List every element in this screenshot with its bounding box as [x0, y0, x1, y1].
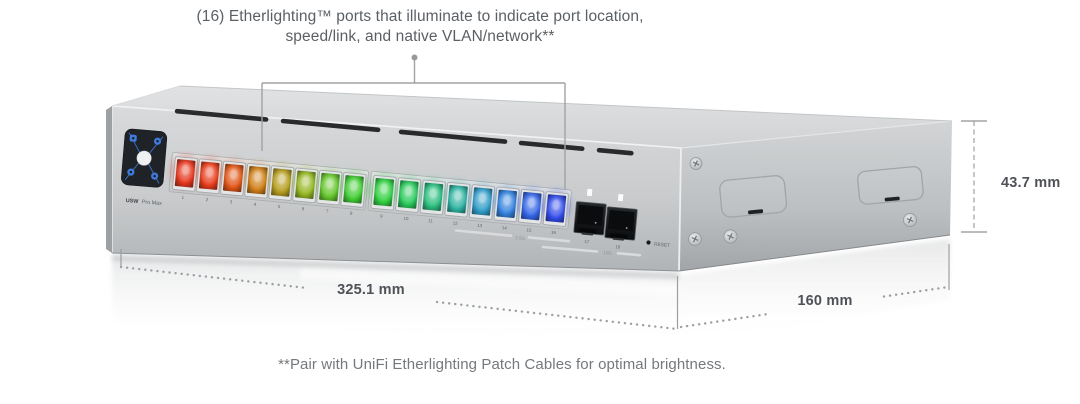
vent-slot	[280, 118, 381, 133]
model-label: USW Pro Max	[126, 198, 163, 207]
height-dimension-label: 43.7 mm	[1001, 175, 1060, 191]
rj45-port: 9	[369, 173, 399, 219]
callout-dot	[411, 54, 418, 61]
port-number: 16	[551, 230, 557, 235]
screw-icon	[903, 213, 917, 227]
port-number: 10	[403, 216, 409, 221]
depth-dimension-label: 160 mm	[797, 293, 852, 309]
dimension-depth: 160 mm	[676, 244, 950, 329]
sfp-led	[586, 188, 593, 197]
rj45-port: 10	[393, 176, 423, 221]
sfp-speed-label: 10G	[603, 250, 613, 256]
port-number: 13	[477, 223, 483, 228]
port-number: 9	[380, 214, 383, 219]
rj45-port: 15	[516, 187, 546, 233]
length-dimension-label: 325.1 mm	[337, 282, 405, 298]
floor-reflection	[112, 239, 950, 345]
port-number: 11	[428, 218, 434, 223]
rj45-port: 12	[443, 180, 473, 226]
rj45-port: 3	[218, 159, 248, 205]
rj45-port: 7	[315, 168, 345, 214]
vent-slot	[174, 108, 269, 122]
screw-icon	[723, 229, 738, 244]
screen-cross-lines	[124, 132, 164, 184]
sfp-port: 17	[573, 188, 607, 244]
port-number: 18	[615, 244, 621, 249]
footnote: **Pair with UniFi Etherlighting Patch Ca…	[278, 356, 726, 373]
reset-button: RESET	[646, 240, 670, 249]
model-label-bold: USW	[126, 198, 140, 205]
rj45-port: 4	[242, 161, 273, 207]
chassis-top-face	[112, 86, 952, 148]
feature-caption-line1: (16) Etherlighting™ ports that illuminat…	[196, 8, 644, 25]
port-number: 1	[181, 195, 184, 200]
speed-labels: 2.5G 10G	[454, 229, 642, 257]
side-cutouts	[719, 166, 924, 218]
port-number: 3	[230, 199, 233, 204]
port-number: 5	[278, 204, 281, 209]
vent-slots	[174, 108, 634, 156]
feature-caption-line2: speed/link, and native VLAN/network**	[285, 27, 555, 45]
chassis-side-face	[679, 121, 952, 271]
rj45-port: 6	[291, 166, 321, 211]
callout-bracket	[261, 54, 566, 190]
port-number: 4	[254, 202, 257, 207]
model-label-rest: Pro Max	[142, 199, 163, 207]
rj45-port: 14	[492, 185, 522, 231]
svg-text:USW Pro Max: USW Pro Max	[126, 198, 163, 207]
reset-label: RESET	[654, 242, 671, 249]
port-number: 14	[502, 225, 508, 230]
port-number: 7	[326, 208, 329, 213]
sfp-led	[617, 193, 624, 202]
port-number: 17	[584, 239, 590, 244]
vent-slot	[596, 147, 634, 156]
screw-icon	[688, 232, 702, 246]
sfp-port: 18	[604, 193, 638, 250]
dimension-length: 325.1 mm	[119, 249, 679, 331]
feature-caption: (16) Etherlighting™ ports that illuminat…	[0, 7, 840, 46]
port-number: 6	[302, 206, 305, 211]
dimension-height: 43.7 mm	[961, 120, 1060, 233]
rj45-port: 13	[467, 183, 497, 228]
rj45-port: 11	[418, 178, 448, 224]
device-screen	[121, 128, 168, 188]
vent-slot	[398, 129, 508, 144]
rj45-port: 1	[170, 155, 200, 200]
port-number: 2	[205, 197, 208, 202]
vent-slot	[518, 140, 585, 151]
port-number: 8	[350, 211, 353, 216]
rj45-speed-label: 2.5G	[515, 235, 526, 241]
port-number: 12	[453, 220, 459, 225]
rj45-port: 16	[541, 190, 571, 235]
screen-center-dot	[136, 150, 152, 166]
rj45-port: 8	[339, 170, 369, 216]
screws	[688, 157, 917, 246]
screw-icon	[689, 157, 703, 170]
port-number: 15	[526, 227, 532, 232]
